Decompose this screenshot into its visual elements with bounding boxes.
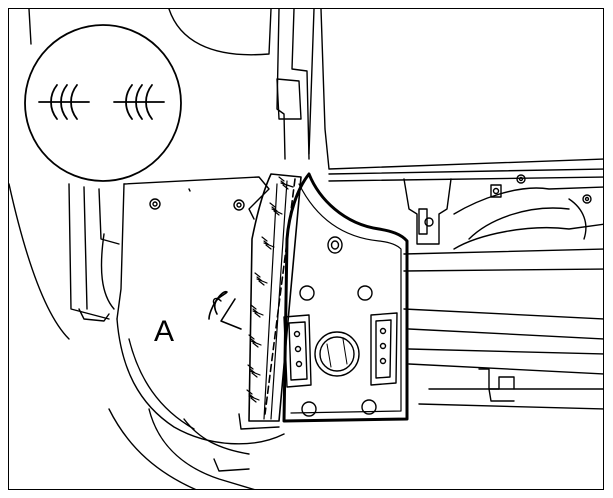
body-structure: [9, 9, 603, 489]
weld-seam-markers: [246, 176, 294, 403]
weld-seam-symbol-icon: [38, 84, 90, 120]
technical-diagram: A: [9, 9, 603, 489]
weld-symbol-legend: [24, 24, 182, 182]
diagram-frame: A: [8, 8, 604, 490]
highlighted-panel: [248, 172, 409, 423]
callout-a: A: [154, 291, 242, 348]
weld-seam-symbol-icon: [113, 84, 165, 120]
callout-label-a: A: [154, 315, 174, 348]
